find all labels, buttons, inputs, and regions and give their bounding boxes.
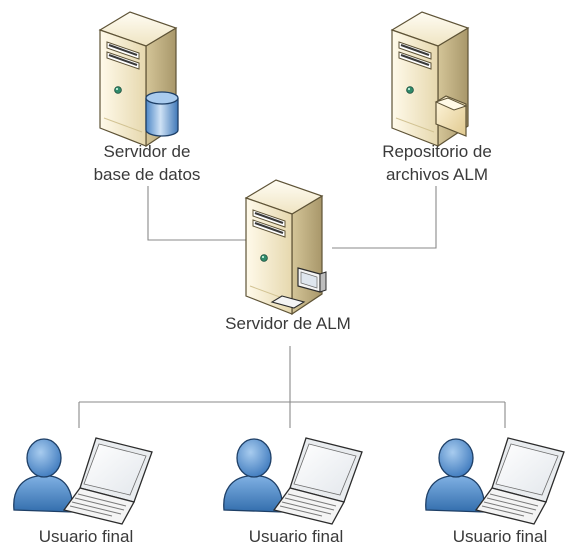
database-server-label-line1: Servidor de [104, 142, 191, 161]
workstation-server-icon [245, 179, 327, 315]
database-server-icon [99, 11, 179, 147]
user-laptop-icon [13, 437, 153, 525]
file-server-icon [391, 11, 469, 147]
end-user-node-1: Usuario final [13, 437, 153, 545]
end-user-label-3: Usuario final [453, 527, 548, 545]
repo-to-alm-line [332, 186, 437, 249]
end-user-label-2: Usuario final [249, 527, 344, 545]
database-server-node: Servidor de base de datos [94, 11, 201, 184]
user-laptop-icon [223, 437, 363, 525]
db-to-alm-line [147, 186, 246, 241]
alm-server-label: Servidor de ALM [225, 314, 351, 333]
alm-server-node: Servidor de ALM [225, 179, 351, 333]
file-repository-node: Repositorio de archivos ALM [382, 11, 492, 184]
file-repository-label-line2: archivos ALM [386, 165, 488, 184]
user-laptop-icon [425, 437, 565, 525]
file-repository-label-line1: Repositorio de [382, 142, 492, 161]
connection-lines [78, 186, 506, 428]
end-user-node-3: Usuario final [425, 437, 565, 545]
end-user-label-1: Usuario final [39, 527, 134, 545]
end-user-node-2: Usuario final [223, 437, 363, 545]
database-server-label-line2: base de datos [94, 165, 201, 184]
